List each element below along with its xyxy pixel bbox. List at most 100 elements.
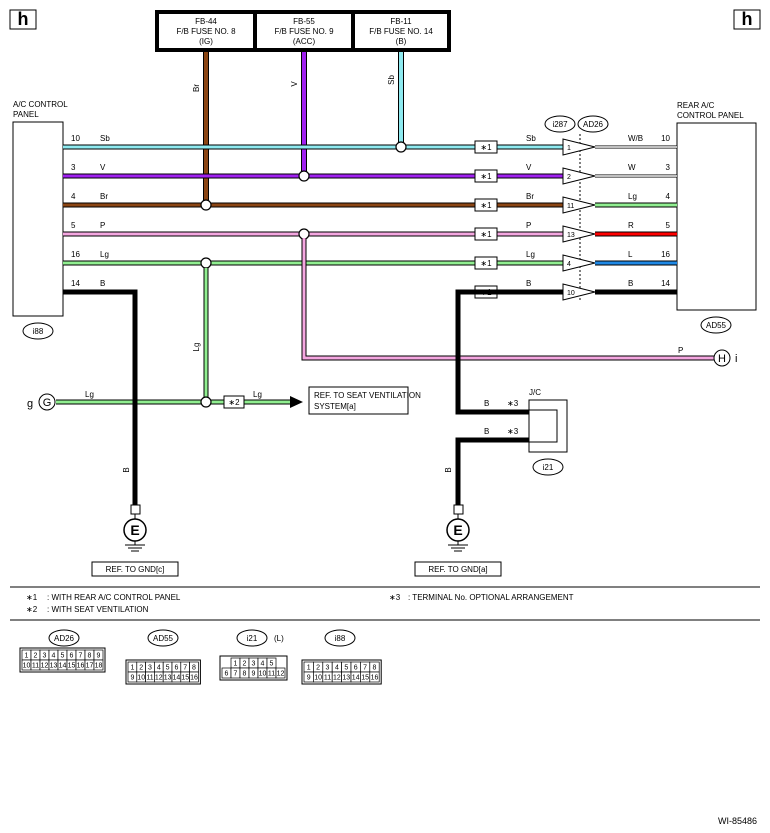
- connector-g-icon: [38, 393, 56, 411]
- wire-label: V: [290, 81, 299, 87]
- fuse-box: FB-44 F/B FUSE NO. 8 (IG) FB-55 F/B FUSE…: [155, 10, 451, 52]
- pin-number: 11: [146, 675, 153, 682]
- left-pin: 16: [71, 250, 80, 259]
- pin-number: 11: [268, 671, 275, 678]
- right-pin: 3: [666, 163, 671, 172]
- pin-number: 2: [139, 665, 143, 672]
- pin-number: 10: [23, 663, 31, 670]
- p-branch: P H i: [301, 238, 737, 367]
- rear-ac-control-panel: REAR A/C CONTROL PANEL AD55: [676, 101, 757, 334]
- right-pin: 14: [661, 279, 670, 288]
- pin-number: 3: [148, 665, 152, 672]
- connector-view-badge: [236, 629, 268, 647]
- svg-text:AD26: AD26: [583, 120, 604, 129]
- svg-text:A/C CONTROL: A/C CONTROL: [13, 100, 68, 109]
- pin-number: 10: [314, 675, 322, 682]
- connector-view-badge: [48, 629, 80, 647]
- svg-text:: TERMINAL No. OPTIONAL ARRANG: : TERMINAL No. OPTIONAL ARRANGEMENT: [408, 593, 574, 602]
- right-color: Lg: [628, 192, 637, 201]
- junction-connector-labels: i287 AD26: [544, 115, 609, 302]
- note-box: [474, 227, 498, 241]
- svg-text:∗1: ∗1: [26, 593, 38, 602]
- corner-label-left: h: [9, 9, 37, 30]
- pin-number: 18: [95, 663, 103, 670]
- pin-cell: [189, 671, 199, 683]
- svg-text:∗3: ∗3: [389, 593, 401, 602]
- pin-number: 5: [270, 661, 274, 668]
- diagram-id: WI-85486: [718, 816, 757, 826]
- svg-text:: WITH SEAT VENTILATION: : WITH SEAT VENTILATION: [47, 605, 149, 614]
- jc-pin: 4: [567, 261, 571, 268]
- pin-number: 16: [77, 663, 85, 670]
- left-pin: 3: [71, 163, 76, 172]
- pin-number: 5: [61, 653, 65, 660]
- wire-label: Lg: [192, 343, 201, 352]
- svg-text:g: g: [27, 398, 33, 410]
- svg-text:SYSTEM[a]: SYSTEM[a]: [314, 402, 356, 411]
- pin-number: 4: [335, 665, 339, 672]
- left-color: Br: [100, 192, 108, 201]
- right-pin: 5: [666, 221, 671, 230]
- pin-number: 2: [243, 661, 247, 668]
- pin-number: 1: [130, 665, 134, 672]
- wire-label: P: [678, 346, 683, 355]
- pin-number: 1: [234, 661, 238, 668]
- pin-number: 2: [34, 653, 38, 660]
- splice-dot: [200, 257, 212, 269]
- pin-number: 9: [97, 653, 101, 660]
- left-color: P: [100, 221, 105, 230]
- note-box: [474, 198, 498, 212]
- mid-color: P: [526, 221, 531, 230]
- fuse-id: FB-11: [390, 17, 412, 26]
- fuse-name: F/B FUSE NO. 9: [274, 27, 334, 36]
- note-box: [474, 256, 498, 270]
- svg-text:h: h: [18, 9, 29, 29]
- pin-number: 3: [43, 653, 47, 660]
- svg-text:∗2: ∗2: [26, 605, 38, 614]
- splice-dot: [298, 170, 310, 182]
- svg-text:PANEL: PANEL: [13, 110, 39, 119]
- wire-label: B: [122, 467, 131, 472]
- pin-number: 8: [373, 665, 377, 672]
- notes: ∗1 : WITH REAR A/C CONTROL PANEL ∗2 : WI…: [26, 593, 574, 614]
- pin-number: 7: [363, 665, 367, 672]
- splice-dot: [200, 396, 212, 408]
- left-color: B: [100, 279, 105, 288]
- connector-triangle-icon: [562, 225, 596, 243]
- mid-color: Br: [526, 192, 534, 201]
- svg-text:REF. TO GND[c]: REF. TO GND[c]: [106, 565, 165, 574]
- wire-label: Br: [192, 84, 201, 92]
- fuse-sub: (ACC): [293, 37, 316, 46]
- left-color: V: [100, 163, 106, 172]
- splice-dot: [200, 199, 212, 211]
- note-mark: ∗1: [480, 172, 492, 181]
- mid-color: B: [526, 279, 531, 288]
- pin-number: 15: [181, 675, 189, 682]
- mid-color: V: [526, 163, 532, 172]
- pin-number: 6: [70, 653, 74, 660]
- pin-number: 8: [243, 671, 247, 678]
- pin-number: 12: [155, 675, 163, 682]
- splice-dot: [395, 141, 407, 153]
- pin-number: 5: [344, 665, 348, 672]
- pin-cell: [93, 659, 104, 671]
- connector-view-name: i21: [247, 634, 258, 643]
- svg-text:i21: i21: [543, 463, 554, 472]
- pin-number: 13: [342, 675, 350, 682]
- pin-number: 6: [354, 665, 358, 672]
- right-color: B: [628, 279, 633, 288]
- wire-label: B: [444, 467, 453, 472]
- fuse-name: F/B FUSE NO. 8: [176, 27, 236, 36]
- right-color: L: [628, 250, 633, 259]
- pin-number: 1: [307, 665, 311, 672]
- wire-label: B: [484, 399, 489, 408]
- pin-number: 8: [192, 665, 196, 672]
- connector-badge: [700, 316, 732, 334]
- fuse-name: F/B FUSE NO. 14: [369, 27, 433, 36]
- connector-view-badge: [324, 629, 356, 647]
- svg-text:∗3: ∗3: [507, 399, 519, 408]
